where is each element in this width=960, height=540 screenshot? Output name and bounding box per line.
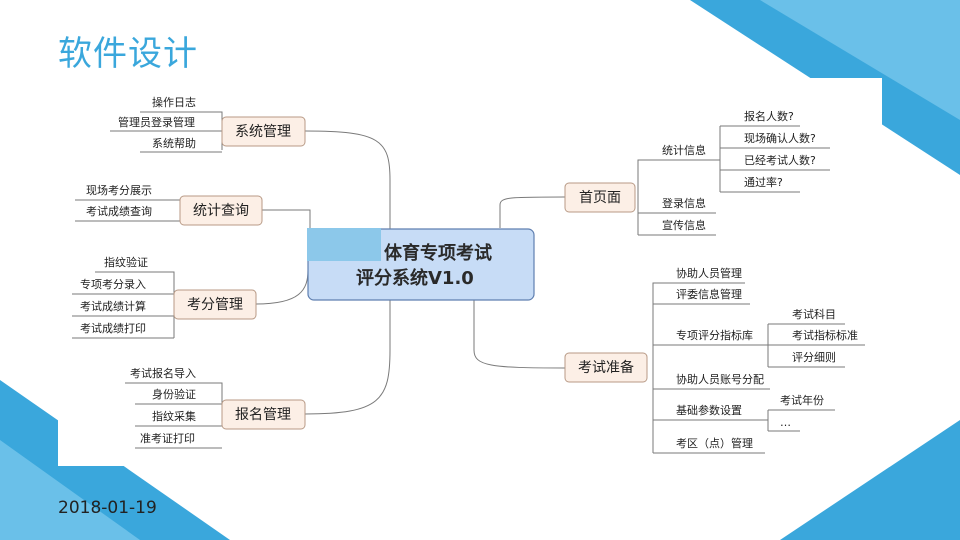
leaf-score-query[interactable]: 考试成绩查询 [86,204,152,218]
branch-label: 首页面 [579,190,621,206]
leaf-fingerprint-capture[interactable]: 指纹采集 [152,409,196,423]
center-title-line2: 评分系统V1.0 [356,267,474,289]
leaf-admin-login[interactable]: 管理员登录管理 [118,115,195,129]
branch-statistics-query[interactable]: 统计查询 [179,195,263,226]
page-title: 软件设计 [58,34,198,74]
leaf-registration-import[interactable]: 考试报名导入 [130,366,196,380]
leaf-score-entry[interactable]: 专项考分录入 [80,277,146,291]
leaf-pass-rate[interactable]: 通过率? [744,175,783,189]
leaf-admission-ticket-print[interactable]: 准考证打印 [140,431,195,445]
leaf-live-scores[interactable]: 现场考分展示 [86,183,152,197]
leaf-scoring-rules[interactable]: 评分细则 [792,351,836,364]
center-title-line1: 体育专项考试 [384,242,492,264]
branch-home-page[interactable]: 首页面 [564,182,636,213]
branch-score-management[interactable]: 考分管理 [173,289,257,320]
branch-exam-preparation[interactable]: 考试准备 [564,352,648,383]
leaf-exam-area[interactable]: 考区（点）管理 [676,436,753,450]
leaf-scoring-index-library[interactable]: 专项评分指标库 [676,328,753,342]
right-leaves: 统计信息 登录信息 宣传信息 报名人数? 现场确认人数? 已经考试人数? 通过率… [662,109,858,450]
leaf-identity-verify[interactable]: 身份验证 [152,387,196,401]
leaf-fingerprint-verify[interactable]: 指纹验证 [104,255,148,269]
leaf-login-info[interactable]: 登录信息 [662,196,706,210]
leaf-score-print[interactable]: 考试成绩打印 [80,321,146,335]
center-node[interactable]: 体育专项考试 评分系统V1.0 [307,228,535,301]
leaf-exam-year[interactable]: 考试年份 [780,393,824,407]
leaf-score-calc[interactable]: 考试成绩计算 [80,299,146,313]
leaf-more[interactable]: … [780,416,791,429]
left-leaves: 操作日志 管理员登录管理 系统帮助 现场考分展示 考试成绩查询 指纹验证 专项考… [80,95,196,445]
branch-label: 考分管理 [187,297,243,313]
leaf-assistant-management[interactable]: 协助人员管理 [676,266,742,280]
leaf-system-help[interactable]: 系统帮助 [152,136,196,150]
branch-registration-management[interactable]: 报名管理 [221,399,306,430]
branch-label: 系统管理 [235,124,291,140]
branch-system-management[interactable]: 系统管理 [221,116,306,147]
leaf-judge-info[interactable]: 评委信息管理 [676,287,742,301]
leaf-promo-info[interactable]: 宣传信息 [662,218,706,232]
leaf-operation-log[interactable]: 操作日志 [152,95,196,109]
leaf-confirmed-count[interactable]: 现场确认人数? [744,131,816,145]
leaf-exam-standard[interactable]: 考试指标标准 [792,328,858,342]
branch-label: 考试准备 [578,359,634,376]
leaf-basic-params[interactable]: 基础参数设置 [676,403,742,417]
leaf-statistics-info[interactable]: 统计信息 [662,143,706,157]
leaf-examined-count[interactable]: 已经考试人数? [744,154,816,167]
branch-label: 统计查询 [193,203,249,219]
slide-date: 2018-01-19 [58,498,157,518]
leaf-registered-count[interactable]: 报名人数? [744,109,794,123]
branch-label: 报名管理 [235,407,291,423]
leaf-exam-subject[interactable]: 考试科目 [792,307,836,321]
leaf-underlines [72,111,865,454]
leaf-assistant-accounts[interactable]: 协助人员账号分配 [676,372,764,386]
